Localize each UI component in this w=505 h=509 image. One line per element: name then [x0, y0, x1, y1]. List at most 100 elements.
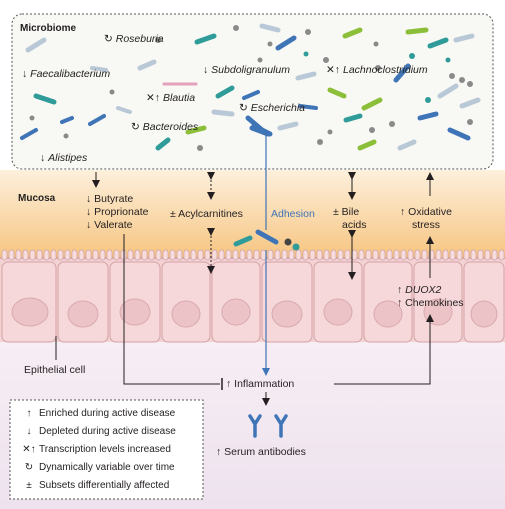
- microvillus: [267, 249, 274, 261]
- cocci-teal: [303, 51, 451, 103]
- microvillus: [442, 249, 449, 261]
- legend-item-subsets: ± Subsets differentially affected: [22, 480, 169, 492]
- microbiome-box: [11, 13, 494, 170]
- dynamic-icon: ↻: [239, 102, 248, 114]
- microvillus: [141, 249, 148, 261]
- microvillus: [50, 249, 57, 261]
- microvillus: [365, 249, 372, 261]
- taxon-blautia: ✕↑ Blautia: [146, 92, 195, 104]
- microvillus: [281, 249, 288, 261]
- legend-item-enriched: ↑ Enriched during active disease: [22, 408, 176, 420]
- microvillus: [155, 249, 162, 261]
- epithelial-layer: [0, 249, 505, 343]
- dynamic-icon: ↻: [24, 462, 34, 473]
- taxon-escherichia: ↻ Escherichia: [239, 102, 305, 114]
- microvillus: [162, 249, 169, 261]
- valerate-label: ↓ Valerate: [86, 219, 133, 231]
- enriched-icon: ↑: [397, 284, 403, 296]
- microvillus: [190, 249, 197, 261]
- microvillus: [232, 249, 239, 261]
- taxon-name: Blautia: [162, 92, 196, 104]
- gene-name: DUOX2: [405, 284, 442, 296]
- butyrate-label: ↓ Butyrate: [86, 193, 134, 205]
- microvillus: [183, 249, 190, 261]
- microvillus: [414, 249, 421, 261]
- microvillus: [260, 249, 267, 261]
- microvillus: [491, 249, 498, 261]
- microvillus: [295, 249, 302, 261]
- serum-antibodies-label: ↑ Serum antibodies: [216, 446, 306, 458]
- taxon-subdoligranulum: ↓ Subdoligranulum: [203, 64, 290, 76]
- microvillus: [78, 249, 85, 261]
- legend-text: Subsets differentially affected: [39, 480, 170, 491]
- microvillus: [239, 249, 246, 261]
- microvillus: [407, 249, 414, 261]
- dynamic-icon: ↻: [131, 121, 140, 133]
- legend-text: Enriched during active disease: [39, 408, 176, 419]
- microvillus: [1, 249, 8, 261]
- depleted-icon: ↓: [40, 152, 46, 164]
- microbiome-label: Microbiome: [20, 23, 77, 34]
- microvillus: [435, 249, 442, 261]
- mucosa-band: [0, 170, 505, 260]
- microvillus: [302, 249, 309, 261]
- microvillus: [225, 249, 232, 261]
- dynamic-icon: ↻: [104, 33, 113, 45]
- proprionate-label: ↓ Proprionate: [86, 206, 149, 218]
- microvillus: [288, 249, 295, 261]
- microvillus: [274, 249, 281, 261]
- microvillus: [211, 249, 218, 261]
- microvillus: [218, 249, 225, 261]
- adherent-bacteria: [233, 115, 300, 251]
- microvillus: [99, 249, 106, 261]
- microvillus: [484, 249, 491, 261]
- microvillus: [344, 249, 351, 261]
- oxidative-label-line1: ↑ Oxidative: [400, 206, 452, 218]
- microvillus: [393, 249, 400, 261]
- microvillus: [316, 249, 323, 261]
- microvillus: [498, 249, 505, 261]
- enriched-icon: ↑: [26, 408, 32, 419]
- taxon-roseburia: ↻ Roseburia: [104, 33, 164, 45]
- microvillus: [29, 249, 36, 261]
- bile-label-line2: acids: [342, 219, 367, 231]
- microvillus: [92, 249, 99, 261]
- taxon-name: Alistipes: [48, 152, 88, 164]
- taxon-name: Lachnoclostridium: [342, 64, 428, 76]
- microvillus: [400, 249, 407, 261]
- microvillus: [64, 249, 71, 261]
- microvillus: [449, 249, 456, 261]
- plus-minus-icon: ±: [26, 480, 32, 491]
- microvillus: [15, 249, 22, 261]
- taxon-lachnoclostridium: ✕↑ Lachnoclostridium: [326, 64, 428, 76]
- taxon-name: Bacteroides: [142, 121, 199, 133]
- microvillus: [43, 249, 50, 261]
- legend-text: Depleted during active disease: [39, 426, 176, 437]
- legend-item-transcription: ✕↑Transcription levels increased: [22, 444, 171, 456]
- duox2-label: ↑ DUOX2: [397, 284, 441, 296]
- microvillus: [477, 249, 484, 261]
- microvilli: [1, 249, 505, 261]
- transcription-icon: ✕↑: [22, 444, 36, 455]
- transcription-icon: ✕↑: [146, 92, 161, 104]
- microvillus: [421, 249, 428, 261]
- microvillus: [456, 249, 463, 261]
- microvillus: [113, 249, 120, 261]
- microvillus: [204, 249, 211, 261]
- taxon-faecalibacterium: ↓ Faecalibacterium: [22, 68, 110, 80]
- microvillus: [358, 249, 365, 261]
- depleted-icon: ↓: [203, 64, 209, 76]
- taxon-name: Subdoligranulum: [211, 64, 290, 76]
- microvillus: [85, 249, 92, 261]
- microvillus: [309, 249, 316, 261]
- taxon-name: Faecalibacterium: [30, 68, 111, 80]
- bile-label-line1: ± Bile: [333, 206, 360, 218]
- microvillus: [463, 249, 470, 261]
- microvillus: [323, 249, 330, 261]
- microvillus: [36, 249, 43, 261]
- microvillus: [351, 249, 358, 261]
- microvillus: [8, 249, 15, 261]
- microvillus: [386, 249, 393, 261]
- mucosa-label: Mucosa: [18, 193, 56, 204]
